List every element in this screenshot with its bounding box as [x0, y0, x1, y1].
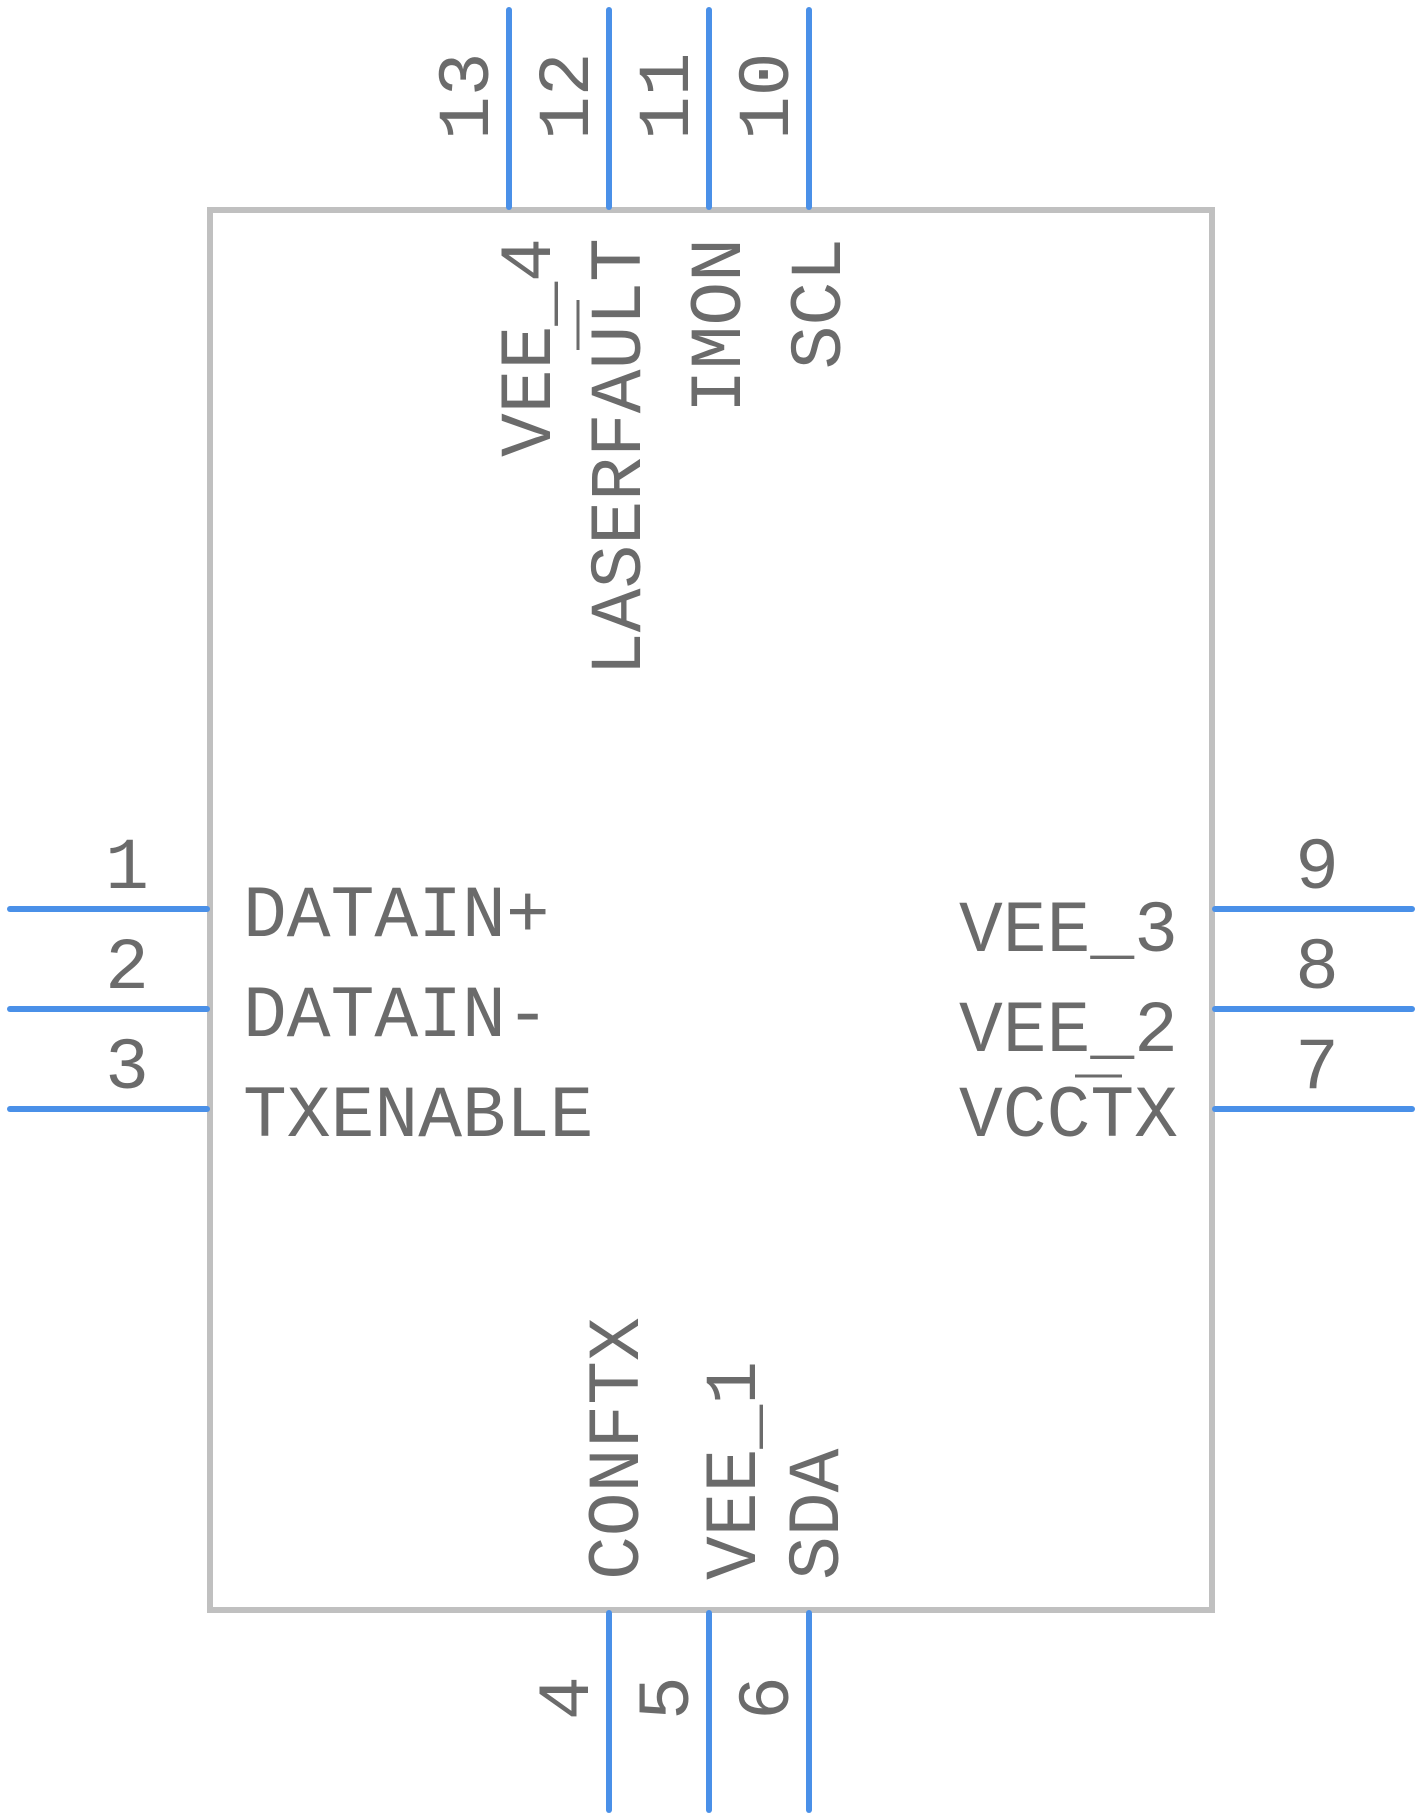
- pin-12-number: 12: [527, 52, 610, 140]
- pin-11-name: IMON: [679, 238, 762, 413]
- pin-2-number: 2: [105, 927, 149, 1010]
- pin-9-number: 9: [1295, 827, 1339, 910]
- pin-7-number: 7: [1295, 1027, 1339, 1110]
- pin-8-name: VEE_2: [959, 990, 1178, 1073]
- pin-7-name: VCCTX: [959, 1075, 1178, 1158]
- pin-6-name: SDA: [777, 1448, 860, 1580]
- pin-5-name: VEE_1: [694, 1361, 777, 1580]
- pin-1-name: DATAIN+: [243, 875, 550, 958]
- pin-11-number: 11: [627, 52, 710, 140]
- pin-1-number: 1: [105, 827, 149, 910]
- pin-13-number: 13: [427, 52, 510, 140]
- pin-6-number: 6: [727, 1676, 810, 1720]
- pin-13-name: VEE_4: [489, 238, 572, 457]
- pin-2-name: DATAIN-: [243, 975, 550, 1058]
- pin-8-number: 8: [1295, 927, 1339, 1010]
- pin-3-name: TXENABLE: [243, 1075, 593, 1158]
- pin-3-number: 3: [105, 1027, 149, 1110]
- pin-10-name: SCL: [779, 238, 862, 369]
- pin-5-number: 5: [627, 1676, 710, 1720]
- pin-4-name: CONFTX: [577, 1317, 660, 1580]
- pin-10-number: 10: [727, 52, 810, 140]
- pin-12-name: LASERFAULT: [579, 238, 662, 676]
- component-body: [207, 207, 1215, 1613]
- pin-9-name: VEE_3: [959, 890, 1178, 973]
- pin-4-number: 4: [527, 1676, 610, 1720]
